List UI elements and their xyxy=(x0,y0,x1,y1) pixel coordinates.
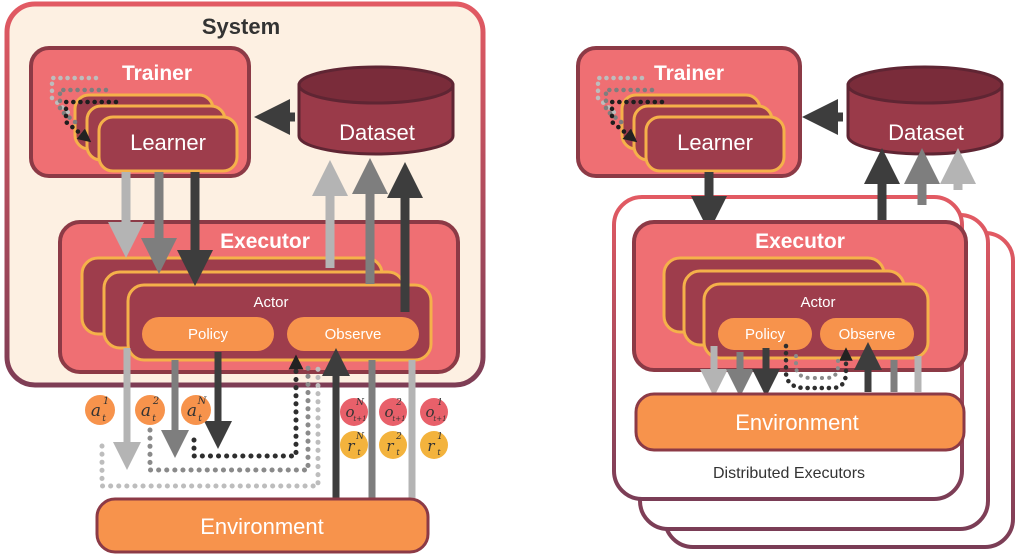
svg-text:N: N xyxy=(197,396,208,407)
right-diagram: Distributed Executors Trainer Learner Da… xyxy=(576,46,1015,549)
r-executor-title: Executor xyxy=(755,230,845,253)
svg-text:2: 2 xyxy=(395,432,402,442)
r-loop-dotted-mid xyxy=(794,354,840,380)
svg-text:o: o xyxy=(425,403,434,421)
left-diagram: System Trainer Learner Dataset Executor … xyxy=(4,1,486,554)
svg-text:t: t xyxy=(102,414,106,424)
policy-pill xyxy=(142,317,274,351)
obs-badge-1: o 1 t+1 xyxy=(420,398,448,426)
svg-text:t: t xyxy=(357,448,361,457)
svg-text:2: 2 xyxy=(395,398,402,408)
trainer-title: Trainer xyxy=(122,62,192,85)
svg-text:o: o xyxy=(345,403,354,421)
r-policy-label: Policy xyxy=(745,326,786,343)
r-policy-pill xyxy=(718,318,812,350)
observe-label: Observe xyxy=(325,326,382,343)
learner-label: Learner xyxy=(130,130,206,155)
svg-text:2: 2 xyxy=(152,396,159,407)
dataset-cylinder xyxy=(297,65,455,156)
reward-badge-2: r 2 t xyxy=(379,431,407,459)
r-learner-loop-mid xyxy=(603,87,655,129)
reward-badge-1: r 1 t xyxy=(420,431,448,459)
svg-text:a: a xyxy=(187,401,197,421)
action-badge-1: a 1 t xyxy=(85,395,115,425)
svg-text:t+1: t+1 xyxy=(433,415,446,423)
svg-text:a: a xyxy=(141,401,151,421)
svg-text:o: o xyxy=(384,403,393,421)
r-dataset-label: Dataset xyxy=(888,120,964,145)
r-trainer-title: Trainer xyxy=(654,62,724,85)
svg-text:N: N xyxy=(355,398,365,408)
svg-text:t: t xyxy=(396,448,400,457)
svg-text:t: t xyxy=(198,414,202,424)
r-observe-pill xyxy=(820,318,914,350)
environment-box xyxy=(95,497,430,554)
r-observe-label: Observe xyxy=(839,326,896,343)
actor-label: Actor xyxy=(253,294,288,311)
svg-text:t+1: t+1 xyxy=(353,415,366,423)
r-actor-label: Actor xyxy=(800,294,835,311)
obs-badge-2: o 2 t+1 xyxy=(379,398,407,426)
learner-loop-mid xyxy=(57,87,109,129)
svg-text:t+1: t+1 xyxy=(392,415,405,423)
svg-text:t: t xyxy=(152,414,156,424)
system-title: System xyxy=(202,14,280,39)
svg-text:r: r xyxy=(427,437,435,455)
action-badges: a 1 t a 2 t a N t xyxy=(85,395,211,425)
obs-badge-N: o N t+1 xyxy=(340,398,368,426)
distributed-executors-label: Distributed Executors xyxy=(713,465,865,482)
svg-text:a: a xyxy=(91,401,101,421)
learner-card-front xyxy=(97,115,239,173)
policy-label: Policy xyxy=(188,326,229,343)
reward-badge-N: r N t xyxy=(340,431,368,459)
loop-mid-dotted xyxy=(147,363,311,473)
svg-text:1: 1 xyxy=(103,396,109,407)
svg-text:N: N xyxy=(355,432,365,442)
r-environment-label: Environment xyxy=(735,410,859,435)
svg-text:1: 1 xyxy=(437,432,443,442)
svg-text:r: r xyxy=(347,437,355,455)
svg-text:r: r xyxy=(386,437,394,455)
environment-label: Environment xyxy=(200,514,324,539)
r-environment-box xyxy=(634,392,966,452)
executor-title: Executor xyxy=(220,230,310,253)
action-badge-N: a N t xyxy=(181,395,211,425)
reward-badges: r N t r 2 t r 1 t xyxy=(340,431,448,459)
dataset-label: Dataset xyxy=(339,120,415,145)
r-dataset-cylinder xyxy=(846,65,1004,156)
r-learner-card-front xyxy=(644,115,786,173)
action-badge-2: a 2 t xyxy=(135,395,165,425)
loop-light-dotted xyxy=(99,363,321,489)
r-loop-dotted-dark xyxy=(783,343,853,391)
svg-text:t: t xyxy=(437,448,441,457)
observation-badges: o N t+1 o 2 t+1 o 1 t+1 xyxy=(340,398,448,426)
r-learner-label: Learner xyxy=(677,130,753,155)
svg-text:1: 1 xyxy=(437,398,443,408)
observe-pill xyxy=(287,317,419,351)
loop-dark-dotted xyxy=(191,354,304,459)
